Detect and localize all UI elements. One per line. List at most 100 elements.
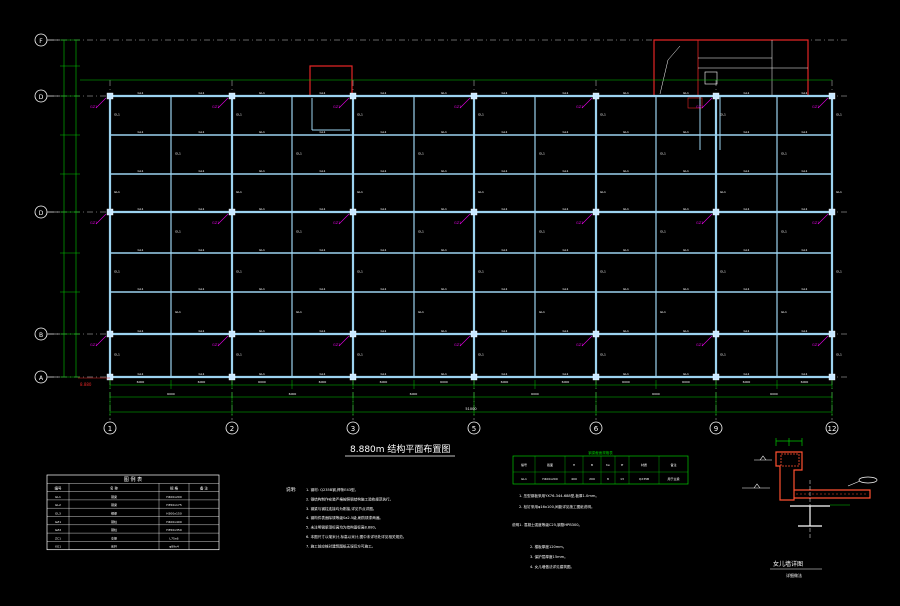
beam-label: GL1 bbox=[720, 353, 726, 357]
spec-header: B bbox=[591, 463, 593, 467]
beam-label: GL1 bbox=[683, 169, 689, 173]
beam-label: GL1 bbox=[418, 152, 424, 156]
axis-bubble-label: D bbox=[39, 94, 44, 101]
callout-leader bbox=[581, 97, 593, 109]
beam-label: GL1 bbox=[478, 270, 484, 274]
callout-label: GZ1 bbox=[212, 105, 219, 109]
legend-cell: 系杆 bbox=[111, 544, 117, 549]
beam-label: GL1 bbox=[357, 270, 363, 274]
beam-label: GL1 bbox=[802, 169, 808, 173]
beam-label: GL1 bbox=[802, 207, 808, 211]
beam-label: GL1 bbox=[320, 91, 326, 95]
dim-overall: 51000 bbox=[465, 407, 476, 411]
beam-label: GL1 bbox=[259, 169, 265, 173]
column-node bbox=[592, 208, 600, 216]
beam-label: GL1 bbox=[660, 310, 666, 314]
callout-leader bbox=[459, 97, 471, 109]
beam-label: GL1 bbox=[320, 248, 326, 252]
legend-cell: GZ1 bbox=[55, 520, 61, 524]
notes-left-heading: 说明: bbox=[286, 486, 297, 493]
beam-label: GL1 bbox=[744, 329, 750, 333]
callout-leader bbox=[817, 213, 829, 225]
legend-cell: H350x350 bbox=[166, 528, 182, 532]
beam-label: GL1 bbox=[502, 372, 508, 376]
legend-cell: H350x175 bbox=[166, 503, 182, 507]
notes-left-item: 5. 未注明钢梁顶标高均为结构面标高8.880。 bbox=[306, 525, 378, 530]
axis-bubble-label: 12 bbox=[828, 425, 837, 433]
beam-label: GL1 bbox=[744, 130, 750, 134]
spec-cell: 13 bbox=[620, 477, 624, 481]
legend-cell: XG1 bbox=[55, 545, 61, 549]
beam-label: GL1 bbox=[175, 310, 181, 314]
beam-label: GL1 bbox=[199, 329, 205, 333]
beam-label: GL1 bbox=[802, 287, 808, 291]
beam-label: GL1 bbox=[381, 207, 387, 211]
column-node bbox=[470, 330, 478, 338]
beam-label: GL1 bbox=[199, 248, 205, 252]
column-node bbox=[712, 373, 720, 381]
beam-label: GL1 bbox=[138, 130, 144, 134]
column-node bbox=[828, 208, 836, 216]
spec-cell: GL1 bbox=[521, 477, 527, 481]
legend-border bbox=[46, 474, 220, 551]
beam-label: GL1 bbox=[802, 248, 808, 252]
beam-label: GL1 bbox=[441, 372, 447, 376]
beam-label: GL1 bbox=[259, 130, 265, 134]
parapet-detail: 女儿墙详图 详细做法 bbox=[742, 438, 878, 578]
beam-label: GL1 bbox=[320, 287, 326, 291]
beam-label: GL1 bbox=[720, 113, 726, 117]
legend-cell: GL1 bbox=[55, 495, 61, 499]
beam-label: GL1 bbox=[539, 152, 545, 156]
axis-bubble-column bbox=[225, 421, 239, 435]
beam-label: GL1 bbox=[478, 353, 484, 357]
beam-label: GL1 bbox=[781, 152, 787, 156]
beam-label: GL1 bbox=[683, 248, 689, 252]
legend-header: 编号 bbox=[55, 486, 62, 491]
callout-label: GZ1 bbox=[576, 105, 583, 109]
beam-label: GL1 bbox=[381, 248, 387, 252]
notes-left: 说明:1. 钢材: Q235B钢,焊条E43型。2. 钢结构制作安装严格按照钢结… bbox=[286, 486, 406, 548]
spec-header: H bbox=[573, 463, 575, 467]
dim-value: 6000 bbox=[289, 392, 297, 396]
axis-bubble-column bbox=[467, 421, 481, 435]
legend-header: 规 格 bbox=[170, 486, 179, 491]
beam-label: GL1 bbox=[441, 248, 447, 252]
spec-cell: 8 bbox=[607, 477, 609, 481]
dim-value: 6000 bbox=[562, 380, 570, 384]
dim-value: 6000 bbox=[743, 380, 751, 384]
column-node bbox=[592, 330, 600, 338]
column-node bbox=[349, 373, 357, 381]
callout-leader bbox=[95, 97, 107, 109]
beam-label: GL1 bbox=[502, 248, 508, 252]
callout-leader bbox=[459, 213, 471, 225]
beam-label: GL1 bbox=[199, 130, 205, 134]
beam-label: GL1 bbox=[781, 230, 787, 234]
dim-value: 6000 bbox=[380, 380, 388, 384]
notes-left-item: 4. 钢构件表面除锈等级Sa2.5级,刷防锈漆两遍。 bbox=[306, 515, 383, 520]
column-node bbox=[470, 373, 478, 381]
column-node bbox=[592, 373, 600, 381]
beam-label: GL1 bbox=[441, 207, 447, 211]
beam-grid: GL1GL1GL1GL1GL1GL1GL1GL1GL1GL1GL1GL1GL1G… bbox=[106, 91, 842, 381]
column-node bbox=[712, 330, 720, 338]
callout-leader bbox=[817, 335, 829, 347]
legend-cell: H400x200 bbox=[166, 495, 182, 499]
dim-value: 6000 bbox=[652, 392, 660, 396]
beam-label: GL1 bbox=[357, 113, 363, 117]
beam-label: GL1 bbox=[683, 329, 689, 333]
spec-title: 钢梁截面规格表 bbox=[588, 450, 613, 455]
beam-label: GL1 bbox=[441, 169, 447, 173]
detail-subtitle: 详细做法 bbox=[786, 572, 802, 578]
dim-value: 6000 bbox=[622, 380, 630, 384]
axis-bubble-label: 2 bbox=[230, 425, 234, 433]
beam-label: GL1 bbox=[418, 310, 424, 314]
column-node bbox=[470, 92, 478, 100]
callout-leader bbox=[581, 335, 593, 347]
callout-label: GZ1 bbox=[333, 105, 340, 109]
beam-label: GL1 bbox=[381, 372, 387, 376]
beam-label: GL1 bbox=[199, 169, 205, 173]
legend-cell: GL3 bbox=[55, 512, 61, 516]
beam-label: GL1 bbox=[138, 287, 144, 291]
